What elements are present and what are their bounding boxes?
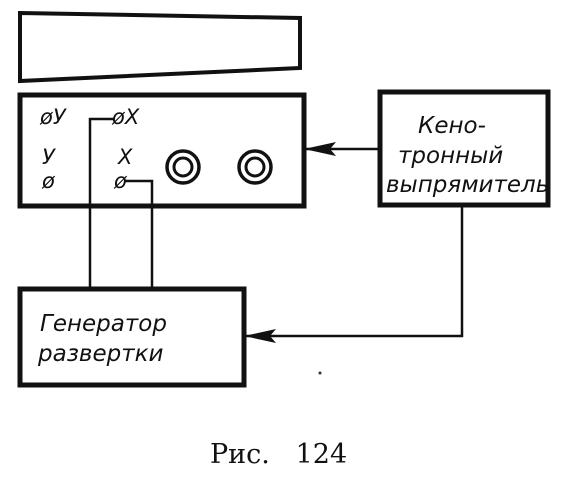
knob-right — [237, 149, 273, 185]
rectifier-label-line3: выпрямитель — [386, 172, 549, 198]
rectifier-label-line2: тронный — [398, 143, 503, 169]
rectifier-box: Кено- тронный выпрямитель — [377, 89, 551, 208]
wire-x-top-to-generator — [88, 117, 114, 289]
terminal-y-top: øУ — [39, 105, 67, 129]
terminal-y-bottom-symbol: ø — [41, 169, 56, 193]
terminal-y-bottom-label: У — [42, 145, 56, 169]
generator-label-line2: развертки — [37, 341, 164, 367]
generator-label-line1: Генератор — [40, 311, 167, 337]
knob-left — [165, 149, 201, 185]
arrow-to-oscilloscope — [304, 142, 336, 156]
wire-rectifier-to-generator — [244, 205, 464, 338]
wire-x-bottom-to-generator — [124, 179, 154, 289]
rectifier-label-line1: Кено- — [418, 113, 486, 139]
crt-tube — [18, 10, 302, 84]
figure-caption: Рис. 124 — [210, 439, 347, 470]
arrow-to-generator — [244, 329, 276, 343]
terminal-x-bottom-symbol: ø — [113, 169, 128, 193]
terminal-x-top: øX — [111, 105, 140, 129]
stray-dot — [318, 371, 322, 375]
oscilloscope-panel: øУ øX У ø X ø — [17, 92, 307, 209]
terminal-x-bottom-label: X — [117, 145, 133, 169]
generator-box: Генератор развертки — [17, 286, 247, 388]
